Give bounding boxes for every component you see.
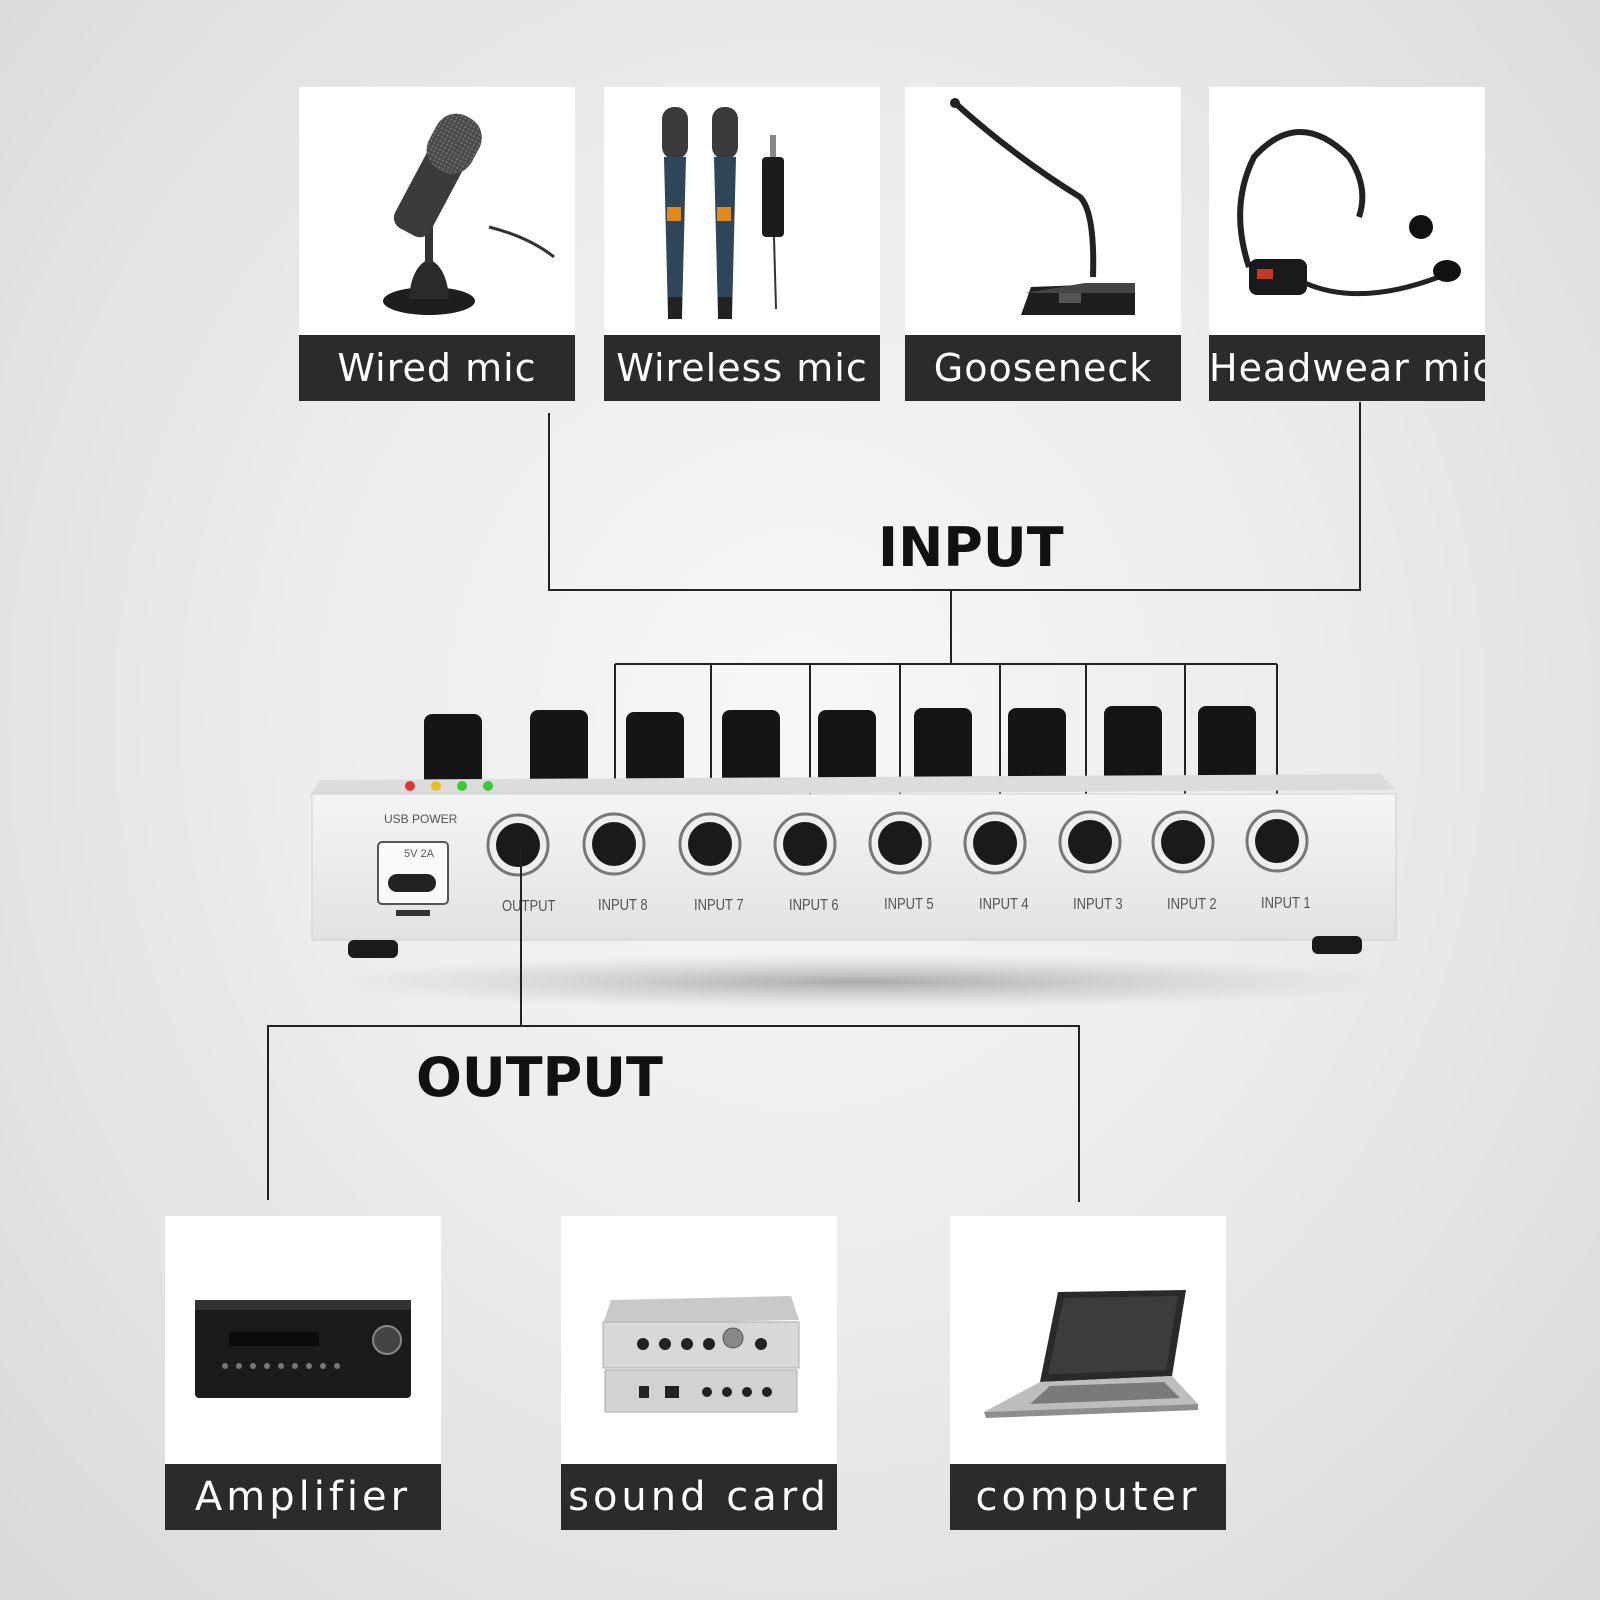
laptop-icon <box>984 1290 1198 1418</box>
usb-rating-label: 5V 2A <box>404 848 434 860</box>
input-card-headwear-mic: Headwear mic <box>1209 87 1485 401</box>
gooseneck-mic-icon <box>950 98 1135 315</box>
usb-power-label: USB POWER <box>384 812 458 826</box>
input-label: Headwear mic <box>1209 335 1485 401</box>
input-label: Wireless mic <box>604 335 880 401</box>
jack-label-input-6: INPUT 6 <box>789 895 839 914</box>
input-card-wireless-mic: Wireless mic <box>604 87 880 401</box>
output-card-amplifier: Amplifier <box>165 1216 441 1530</box>
output-card-sound-card: sound card <box>561 1216 837 1530</box>
output-card-computer: computer <box>950 1216 1226 1530</box>
output-label: computer <box>950 1464 1226 1530</box>
wireless-mic-icon <box>662 107 784 319</box>
input-card-wired-mic: Wired mic <box>299 87 575 401</box>
jack-label-input-3: INPUT 3 <box>1073 894 1123 913</box>
jack-label-output: OUTPUT <box>502 896 556 915</box>
headset-mic-icon <box>1237 129 1461 297</box>
sound-card-icon <box>602 1296 800 1413</box>
jack-label-input-1: INPUT 1 <box>1261 893 1311 912</box>
jack-label-input-4: INPUT 4 <box>979 894 1029 913</box>
jack-label-input-8: INPUT 8 <box>598 895 648 914</box>
amplifier-icon <box>195 1300 411 1398</box>
input-card-gooseneck: Gooseneck <box>905 87 1181 401</box>
mixer-device <box>310 706 1400 1010</box>
jack-label-input-5: INPUT 5 <box>884 894 934 913</box>
input-heading: INPUT <box>878 516 1064 579</box>
wired-mic-icon <box>383 113 555 315</box>
jack-label-input-7: INPUT 7 <box>694 895 744 914</box>
output-label: sound card <box>561 1464 837 1530</box>
output-heading: OUTPUT <box>416 1046 663 1109</box>
jack-label-input-2: INPUT 2 <box>1167 894 1217 913</box>
input-label: Wired mic <box>299 335 575 401</box>
input-label: Gooseneck <box>905 335 1181 401</box>
output-label: Amplifier <box>165 1464 441 1530</box>
